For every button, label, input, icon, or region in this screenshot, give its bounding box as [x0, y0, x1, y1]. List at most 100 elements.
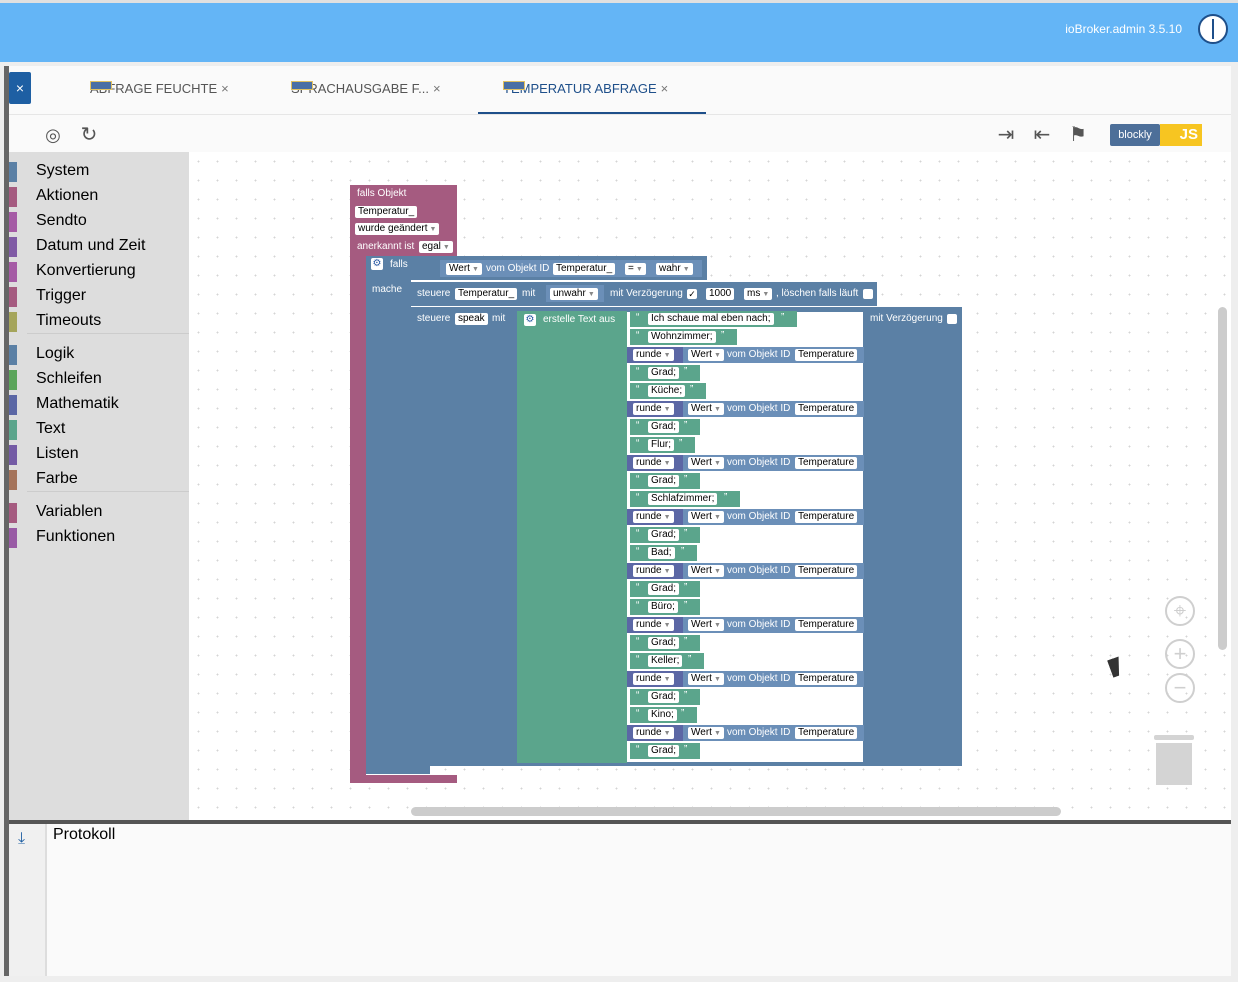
- round-dropdown[interactable]: runde▼: [633, 457, 674, 469]
- wert-dropdown[interactable]: Wert▼: [688, 619, 724, 631]
- export-icon[interactable]: ⇥: [997, 124, 1015, 146]
- trigger-change-dropdown[interactable]: wurde geändert▼: [355, 223, 440, 235]
- toolbox-category[interactable]: Funktionen: [9, 526, 189, 548]
- gear-icon[interactable]: ⚙: [371, 258, 383, 270]
- temperature-object-field[interactable]: Temperature: [795, 511, 858, 523]
- toolbox-category[interactable]: Logik: [9, 343, 189, 365]
- tab-close-icon[interactable]: ×: [432, 81, 441, 96]
- text-field[interactable]: Bad;: [648, 547, 675, 559]
- text-join-block[interactable]: [517, 311, 627, 763]
- horizontal-scrollbar[interactable]: [411, 807, 1061, 816]
- text-field[interactable]: Grad;: [648, 691, 680, 703]
- temperature-object-field[interactable]: Temperature: [795, 349, 858, 361]
- tab-close-icon[interactable]: ×: [221, 81, 229, 96]
- toolbox-category[interactable]: Text: [9, 418, 189, 440]
- refresh-icon[interactable]: ↻: [80, 124, 98, 146]
- quote-open-icon: “: [636, 384, 640, 395]
- wert-dropdown[interactable]: Wert▼: [688, 511, 724, 523]
- control1-unit-dropdown[interactable]: ms▼: [744, 288, 773, 300]
- wert-dropdown[interactable]: Wert▼: [688, 565, 724, 577]
- control2-delay-checkbox[interactable]: [947, 314, 957, 324]
- control1-object-field[interactable]: Temperatur_: [455, 288, 518, 300]
- wert-dropdown[interactable]: Wert▼: [688, 727, 724, 739]
- text-field[interactable]: Grad;: [648, 745, 680, 757]
- round-dropdown[interactable]: runde▼: [633, 565, 674, 577]
- round-dropdown[interactable]: runde▼: [633, 349, 674, 361]
- wert-dropdown[interactable]: Wert▼: [688, 673, 724, 685]
- text-field[interactable]: Flur;: [648, 439, 674, 451]
- text-field[interactable]: Grad;: [648, 367, 680, 379]
- download-icon[interactable]: ⤓: [18, 830, 26, 847]
- text-field[interactable]: Ich schaue mal eben nach;: [648, 313, 774, 325]
- wert-dropdown[interactable]: Wert▼: [688, 457, 724, 469]
- round-dropdown[interactable]: runde▼: [633, 727, 674, 739]
- import-icon[interactable]: ⇤: [1033, 124, 1051, 146]
- tab-close-icon[interactable]: ×: [660, 81, 669, 96]
- temperature-object-field[interactable]: Temperature: [795, 565, 858, 577]
- close-panel-button[interactable]: ×: [9, 72, 31, 104]
- quote-open-icon: “: [636, 366, 640, 377]
- if-operator-dropdown[interactable]: =▼: [625, 263, 646, 275]
- tab-sprachausgabe[interactable]: SPRACHAUSGABE F...×: [291, 81, 441, 96]
- if-wert-dropdown[interactable]: Wert▼: [446, 263, 482, 275]
- toolbox-category[interactable]: Variablen: [9, 501, 189, 523]
- temperature-object-field[interactable]: Temperature: [795, 403, 858, 415]
- trigger-object-field[interactable]: Temperatur_: [355, 206, 418, 218]
- vertical-scrollbar[interactable]: [1218, 307, 1227, 650]
- temperature-object-field[interactable]: Temperature: [795, 457, 858, 469]
- if-value-dropdown[interactable]: wahr▼: [656, 263, 693, 275]
- wert-dropdown[interactable]: Wert▼: [688, 349, 724, 361]
- toolbox-category[interactable]: Schleifen: [9, 368, 189, 390]
- temperature-object-field[interactable]: Temperature: [795, 619, 858, 631]
- text-field[interactable]: Schlafzimmer;: [648, 493, 718, 505]
- gear-icon[interactable]: ⚙: [524, 314, 536, 326]
- trigger-ack-dropdown[interactable]: egal▼: [419, 241, 453, 253]
- if-object-field[interactable]: Temperatur_: [553, 263, 616, 275]
- toolbox-category[interactable]: Sendto: [9, 210, 189, 232]
- text-field[interactable]: Grad;: [648, 421, 680, 433]
- recenter-icon[interactable]: ⌖: [1165, 596, 1195, 626]
- toolbox-category[interactable]: Timeouts: [9, 310, 189, 332]
- delay-checkbox[interactable]: ✓: [687, 289, 697, 299]
- control1-ms-field[interactable]: 1000: [706, 288, 735, 300]
- trash-icon[interactable]: [1154, 735, 1194, 785]
- toolbox-category[interactable]: Datum und Zeit: [9, 235, 189, 257]
- js-label: JS: [1160, 124, 1202, 146]
- zoom-out-icon[interactable]: −: [1165, 673, 1195, 703]
- text-field[interactable]: Grad;: [648, 475, 680, 487]
- round-dropdown[interactable]: runde▼: [633, 619, 674, 631]
- text-field[interactable]: Küche;: [648, 385, 686, 397]
- zoom-in-icon[interactable]: +: [1165, 639, 1195, 669]
- clear-checkbox[interactable]: [863, 289, 873, 299]
- temperature-object-field[interactable]: Temperature: [795, 727, 858, 739]
- target-icon[interactable]: ◎: [45, 125, 61, 145]
- toolbox-category[interactable]: System: [9, 160, 189, 182]
- wert-dropdown[interactable]: Wert▼: [688, 403, 724, 415]
- control1-value-dropdown[interactable]: unwahr▼: [550, 288, 598, 300]
- round-dropdown[interactable]: runde▼: [633, 403, 674, 415]
- temperature-object-field[interactable]: Temperature: [795, 673, 858, 685]
- text-field[interactable]: Grad;: [648, 529, 680, 541]
- text-field[interactable]: Büro;: [648, 601, 678, 613]
- tab-abfrage-feuchte[interactable]: ABFRAGE FEUCHTE×: [90, 81, 229, 96]
- text-field[interactable]: Kino;: [648, 709, 677, 721]
- tab-temperatur-abfrage[interactable]: TEMPERATUR ABFRAGE×: [503, 81, 668, 96]
- toolbox-category[interactable]: Aktionen: [9, 185, 189, 207]
- text-field[interactable]: Wohnzimmer;: [648, 331, 716, 343]
- protokoll-divider[interactable]: [9, 820, 1231, 824]
- text-field[interactable]: Keller;: [648, 655, 683, 667]
- toolbox-category[interactable]: Farbe: [9, 468, 189, 490]
- text-field[interactable]: Grad;: [648, 583, 680, 595]
- toolbox-category[interactable]: Mathematik: [9, 393, 189, 415]
- round-dropdown[interactable]: runde▼: [633, 673, 674, 685]
- text-field[interactable]: Grad;: [648, 637, 680, 649]
- toolbox-category[interactable]: Listen: [9, 443, 189, 465]
- checkered-flag-icon[interactable]: ⚑: [1069, 124, 1087, 146]
- power-icon[interactable]: [1198, 14, 1228, 44]
- round-dropdown[interactable]: runde▼: [633, 511, 674, 523]
- toolbox-category[interactable]: Konvertierung: [9, 260, 189, 282]
- toolbox-category[interactable]: Trigger: [9, 285, 189, 307]
- blockly-js-toggle[interactable]: blockly JS: [1110, 124, 1202, 146]
- control2-object-field[interactable]: speak: [455, 313, 488, 325]
